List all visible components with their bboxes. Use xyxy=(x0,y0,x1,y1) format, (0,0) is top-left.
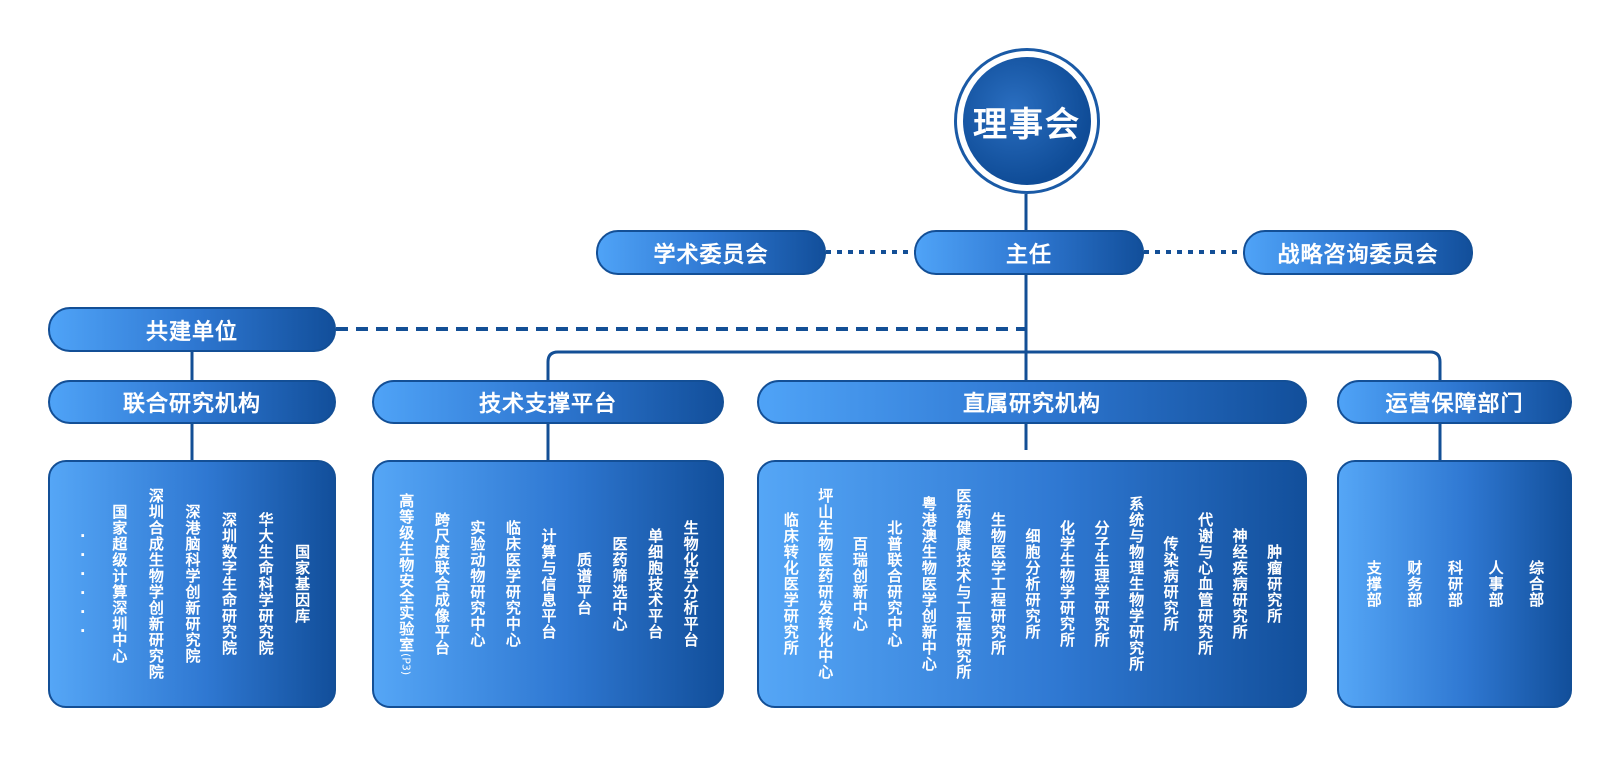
joint-institutions-box: 国家基因库 华大生命科学研究院 深圳数字生命研究院 深港脑科学创新研究院 深圳合… xyxy=(48,460,336,708)
director-node: 主任 xyxy=(914,230,1144,275)
tech-item: 实验动物研究中心 xyxy=(468,520,487,648)
direct-item: 北普联合研究中心 xyxy=(885,520,904,648)
tech-item: 计算与信息平台 xyxy=(539,528,558,640)
joint-item-ellipsis: ······ xyxy=(73,527,92,641)
tech-item-p3-note: (P3) xyxy=(399,652,413,676)
tech-platforms-box: 生物化学分析平台 单细胞技术平台 医药筛选中心 质谱平台 计算与信息平台 临床医… xyxy=(372,460,724,708)
direct-item: 百瑞创新中心 xyxy=(850,536,869,632)
board-node: 理事会 xyxy=(954,48,1100,194)
joint-item: 华大生命科学研究院 xyxy=(256,512,275,656)
strategy-committee-node: 战略咨询委员会 xyxy=(1243,230,1473,275)
direct-item: 传染病研究所 xyxy=(1161,536,1180,632)
direct-item: 生物医学工程研究所 xyxy=(988,512,1007,656)
operations-header: 运营保障部门 xyxy=(1337,380,1572,424)
academic-committee-node: 学术委员会 xyxy=(596,230,826,275)
board-label: 理事会 xyxy=(963,57,1091,185)
ops-item: 科研部 xyxy=(1445,560,1464,608)
direct-item: 分子生理学研究所 xyxy=(1092,520,1111,648)
direct-item: 神经疾病研究所 xyxy=(1230,528,1249,640)
direct-item: 代谢与心血管研究所 xyxy=(1196,512,1215,656)
tech-item: 单细胞技术平台 xyxy=(646,528,665,640)
tech-item: 医药筛选中心 xyxy=(610,536,629,632)
tech-platforms-header: 技术支撑平台 xyxy=(372,380,724,424)
ops-item: 支撑部 xyxy=(1364,560,1383,608)
tech-item-p3-label: 高等级生物安全实验室 xyxy=(397,492,416,653)
joint-institutions-header: 联合研究机构 xyxy=(48,380,336,424)
ops-item: 财务部 xyxy=(1405,560,1424,608)
joint-item: 国家基因库 xyxy=(293,544,312,624)
tech-item: 临床医学研究中心 xyxy=(503,520,522,648)
tech-item: 跨尺度联合成像平台 xyxy=(432,512,451,656)
direct-institutes-box: 肿瘤研究所 神经疾病研究所 代谢与心血管研究所 传染病研究所 系统与物理生物学研… xyxy=(757,460,1307,708)
operations-box: 综合部 人事部 科研部 财务部 支撑部 xyxy=(1337,460,1572,708)
ops-item: 人事部 xyxy=(1486,560,1505,608)
direct-item: 医药健康技术与工程研究所 xyxy=(954,488,973,680)
joint-item: 国家超级计算深圳中心 xyxy=(110,504,129,664)
direct-item: 化学生物学研究所 xyxy=(1058,520,1077,648)
ops-item: 综合部 xyxy=(1527,560,1546,608)
tech-item: 质谱平台 xyxy=(575,552,593,616)
joint-item: 深圳数字生命研究院 xyxy=(220,512,239,656)
partners-node: 共建单位 xyxy=(48,307,336,352)
joint-item: 深港脑科学创新研究院 xyxy=(183,504,202,664)
direct-item: 粤港澳生物医学创新中心 xyxy=(919,496,938,672)
tech-item-p3: 高等级生物安全实验室 (P3) xyxy=(397,492,416,676)
direct-institutes-header: 直属研究机构 xyxy=(757,380,1307,424)
tech-item: 生物化学分析平台 xyxy=(681,520,700,648)
direct-item: 系统与物理生物学研究所 xyxy=(1127,496,1146,672)
direct-item: 临床转化医学研究所 xyxy=(781,512,800,656)
direct-item: 细胞分析研究所 xyxy=(1023,528,1042,640)
direct-item: 坪山生物医药研发转化中心 xyxy=(816,488,835,680)
direct-item: 肿瘤研究所 xyxy=(1265,544,1284,624)
joint-item: 深圳合成生物学创新研究院 xyxy=(146,488,165,680)
